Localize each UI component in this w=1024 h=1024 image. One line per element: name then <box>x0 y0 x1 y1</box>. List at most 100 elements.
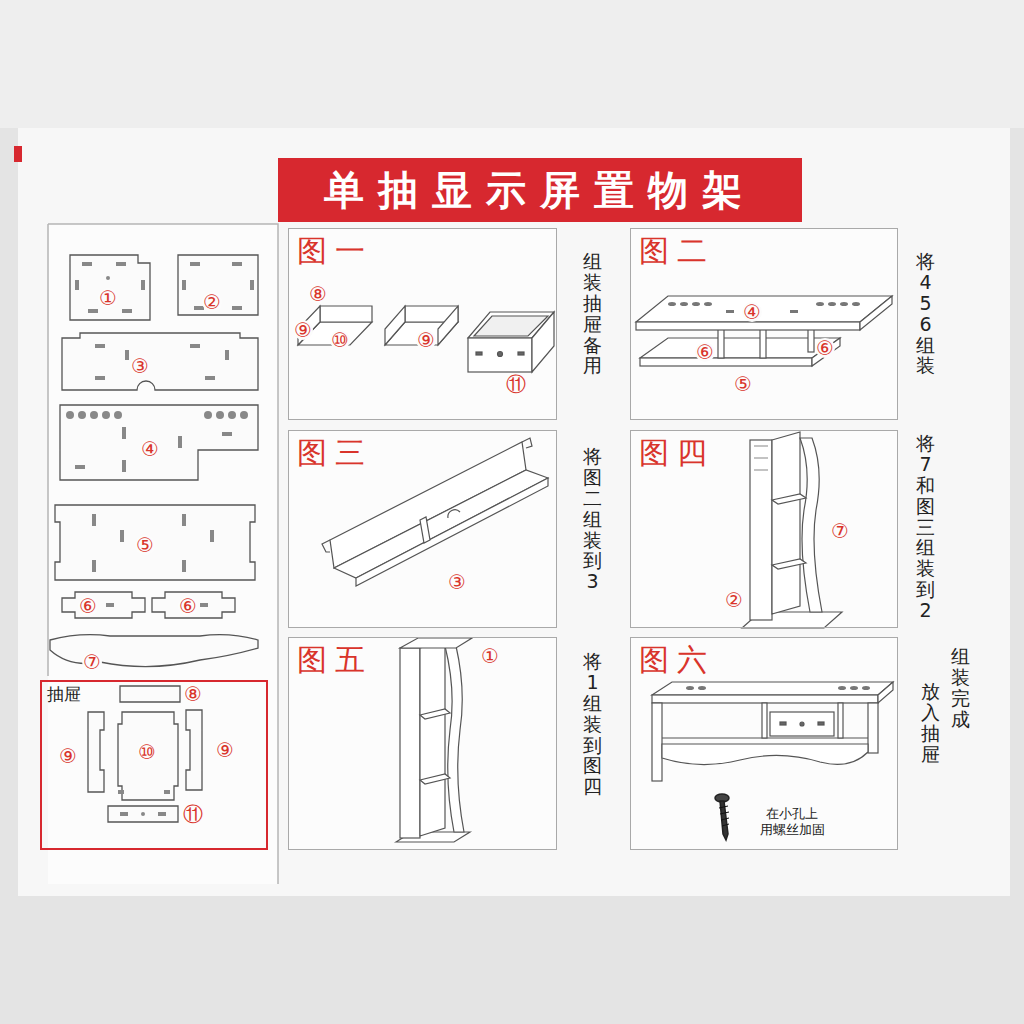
step-instruction: 组装完成 <box>951 646 970 730</box>
callout-number: ⑤ <box>135 535 155 555</box>
panel-ground <box>288 228 557 420</box>
step-panel: 图二将456组装 <box>630 228 898 420</box>
frame-figure <box>356 478 548 586</box>
frame-figure <box>420 517 430 543</box>
board-hole <box>698 686 706 690</box>
part-slot <box>120 812 128 816</box>
shelf-figure <box>636 296 892 322</box>
board-hole <box>838 686 846 690</box>
frame-figure <box>322 540 330 552</box>
step-instruction: 组装抽屉备用 <box>583 251 602 376</box>
part-outline <box>50 255 258 822</box>
board-hole <box>686 686 694 690</box>
tower-figure <box>772 432 800 614</box>
drawer-box: 抽屉 <box>40 680 268 850</box>
tower-figure <box>750 440 772 620</box>
part-slot <box>114 411 122 419</box>
drawer-figure <box>468 338 532 372</box>
panel-heading: 图三 <box>297 433 373 474</box>
part-slot <box>122 460 126 472</box>
part-outline <box>88 712 104 792</box>
part-slot <box>222 432 232 436</box>
frame-figure <box>522 438 532 448</box>
callout-number: ⑩ <box>330 330 350 350</box>
part-outline <box>120 686 180 702</box>
tower-figure <box>396 638 472 842</box>
part-slot <box>95 376 105 380</box>
panel-heading: 抽屉 <box>47 683 81 706</box>
panel-heading: 图六 <box>639 640 715 681</box>
assembled-figure <box>762 703 767 738</box>
board-hole <box>840 302 848 306</box>
callout-number: ④ <box>140 439 160 459</box>
step-instruction: 将456组装 <box>916 251 935 376</box>
tower-figure <box>420 642 445 836</box>
callout-number: ⑥ <box>695 342 715 362</box>
callout-number: ③ <box>130 356 150 376</box>
board-hole <box>686 686 870 690</box>
board-hole <box>726 310 734 313</box>
panel-ground <box>48 224 278 884</box>
part-slot <box>106 603 114 607</box>
step-instruction: 将7和图三组装到2 <box>916 433 935 621</box>
part-slot <box>75 280 79 290</box>
part-slot <box>232 306 242 310</box>
part-slot <box>205 376 215 380</box>
parts-frame <box>48 224 278 884</box>
tower-figure <box>742 432 842 628</box>
part-slot <box>200 603 208 607</box>
part-slot <box>190 262 200 266</box>
panel-ground <box>630 430 898 628</box>
step-panel: 图四将7和图三组装到2 <box>630 430 898 628</box>
screw-icon <box>719 806 729 826</box>
title-banner: 单抽显示屏置物架 <box>278 158 802 222</box>
assembled-figure <box>818 722 824 725</box>
part-outline <box>70 255 150 320</box>
part-slot <box>106 276 110 280</box>
tower-figure <box>420 709 450 719</box>
callout-number: ⑨ <box>293 320 313 340</box>
panel-ground <box>288 637 557 850</box>
part-slot <box>250 280 254 290</box>
part-slot <box>125 350 129 360</box>
callout-number: ⑥ <box>78 596 98 616</box>
board-hole <box>704 302 712 306</box>
part-slot <box>102 411 110 419</box>
callout-number: ① <box>98 288 118 308</box>
tower-figure <box>445 646 464 832</box>
part-slot <box>122 309 132 313</box>
part-slot <box>90 411 98 419</box>
callout-number: ⑨ <box>416 330 436 350</box>
part-outline <box>186 710 202 790</box>
tower-figure <box>400 638 472 648</box>
part-slot <box>116 262 126 266</box>
drawer-figure <box>498 352 503 357</box>
frame-figure <box>448 510 460 518</box>
board-hole <box>790 310 798 313</box>
part-slot <box>78 411 86 419</box>
panel-ground <box>48 224 898 884</box>
callout-number: ⑥ <box>815 338 835 358</box>
panel-ground <box>288 430 557 628</box>
drawer-figure <box>438 306 458 345</box>
callout-number: ⑪ <box>182 804 204 824</box>
part-slot <box>210 530 214 542</box>
part-slot <box>232 262 242 266</box>
board-hole <box>692 302 700 306</box>
shelf-figure <box>718 326 724 358</box>
callout-number: ⑩ <box>137 742 157 762</box>
board-hole <box>680 302 688 306</box>
parts-frame <box>48 224 278 884</box>
assembled-figure <box>838 703 843 738</box>
part-slot <box>92 560 96 572</box>
shelf-figure <box>812 338 840 366</box>
title-text: 单抽显示屏置物架 <box>324 163 756 218</box>
panel-heading: 图五 <box>297 640 373 681</box>
part-slot <box>66 262 254 816</box>
part-slot <box>88 309 98 313</box>
part-slot <box>240 411 248 419</box>
